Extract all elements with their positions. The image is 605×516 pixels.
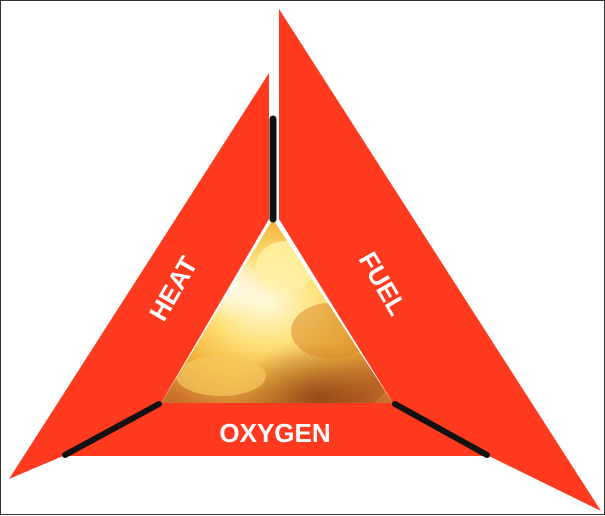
oxygen-label: OXYGEN [219,418,330,448]
